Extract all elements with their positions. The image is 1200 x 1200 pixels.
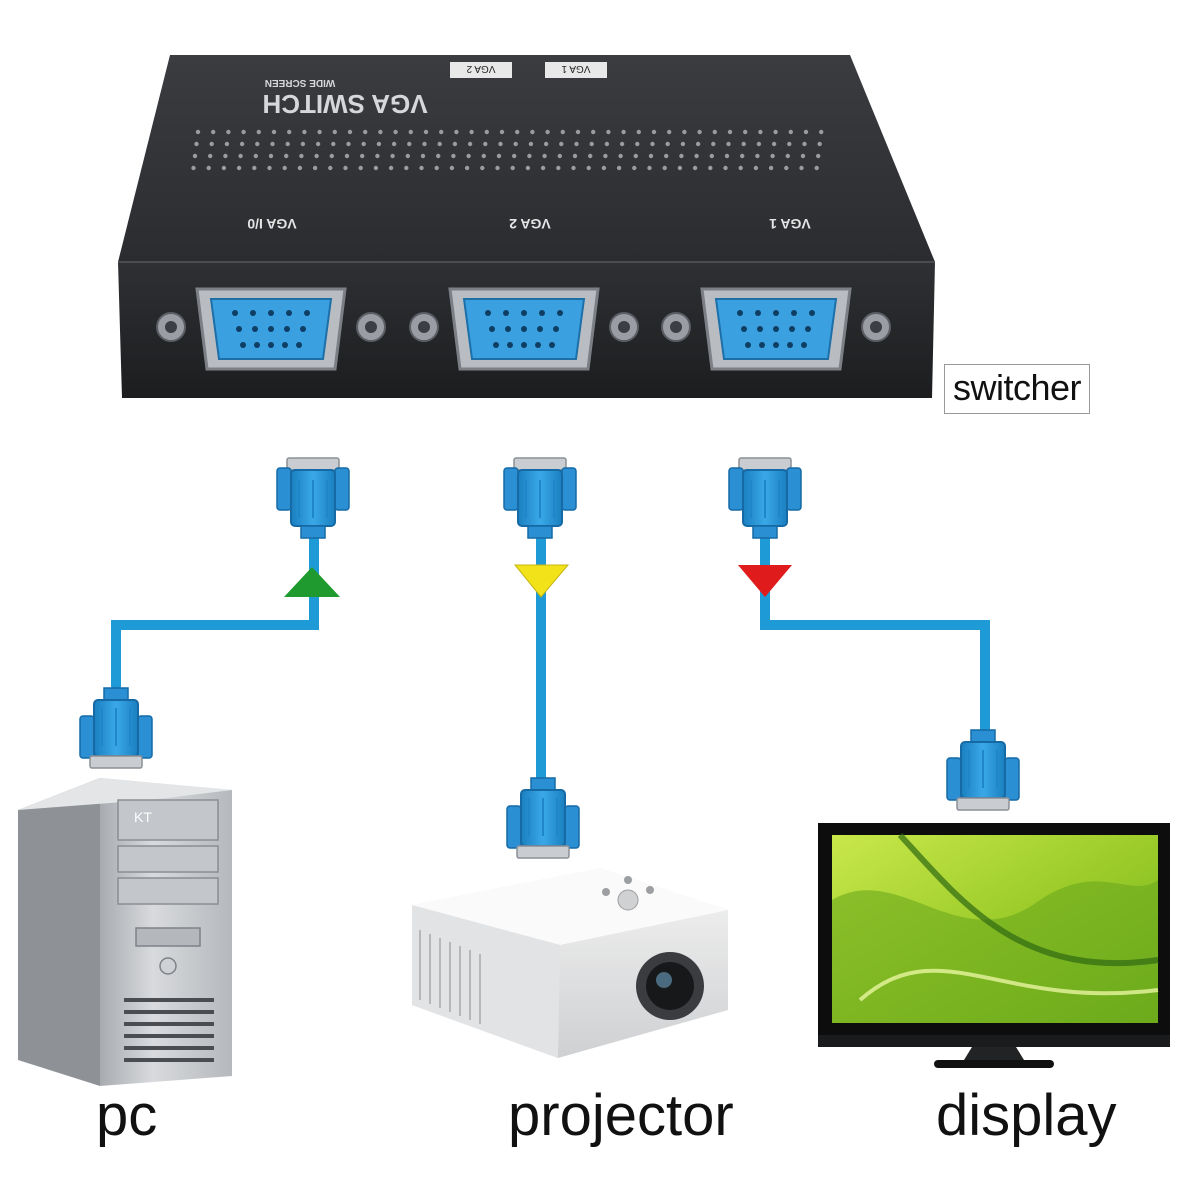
switch-brand-subtitle: WIDE SCREEN: [265, 77, 336, 88]
svg-text:VGA 1: VGA 1: [561, 63, 590, 74]
svg-text:VGA 2: VGA 2: [466, 63, 495, 74]
vent-holes: [191, 129, 824, 171]
triangle-arrow-icon: [513, 564, 570, 598]
pc-tower-icon: KT: [18, 778, 232, 1086]
projector-label: projector: [508, 1083, 734, 1148]
projector-icon: [412, 868, 728, 1058]
vga-connector-icon: [946, 729, 1020, 811]
front-port-label-vga-io: VGA I/0: [247, 216, 296, 232]
vga-switch-box: VGA SWITCH WIDE SCREEN VGA 2 VGA 1 VGA I…: [118, 55, 935, 398]
vga-connector-icon: [506, 777, 580, 859]
front-port-label-vga1: VGA 1: [769, 216, 811, 232]
top-port-label-vga1: VGA 1: [545, 62, 607, 78]
pc-label: pc: [96, 1083, 158, 1148]
vga-connector-icon: [503, 457, 577, 539]
display-label: display: [936, 1083, 1117, 1148]
vga-connector-icon: [79, 687, 153, 769]
switch-top-face: [118, 55, 935, 262]
switch-brand-title: VGA SWITCH: [262, 89, 427, 119]
pc-case-text: KT: [134, 809, 152, 825]
front-port-label-vga2: VGA 2: [509, 216, 551, 232]
cable-pc: [111, 535, 319, 700]
vga-connector-icon: [276, 457, 350, 539]
top-port-label-vga2: VGA 2: [450, 62, 512, 78]
triangle-arrow-icon: [284, 567, 340, 597]
monitor-icon: [818, 823, 1170, 1068]
switcher-label: switcher: [944, 364, 1091, 414]
triangle-arrow-icon: [738, 565, 792, 597]
vga-connector-icon: [728, 457, 802, 539]
cable-display: [760, 535, 990, 740]
